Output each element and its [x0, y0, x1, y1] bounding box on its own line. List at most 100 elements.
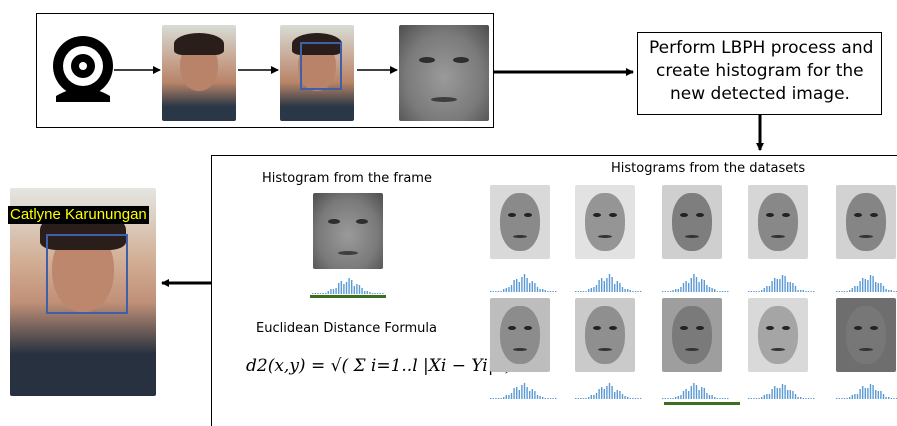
- dataset-histogram-bar: [555, 398, 557, 399]
- frame-histogram-bar: [322, 293, 324, 294]
- dataset-histogram-bar: [690, 386, 692, 399]
- dataset-histogram-bar: [813, 398, 815, 399]
- dataset-face-image: [575, 298, 635, 372]
- dataset-histogram-bar: [637, 291, 639, 292]
- cropped-grayscale-face-image: [399, 25, 489, 121]
- dataset-histogram-bar: [627, 397, 629, 399]
- dataset-histogram-bar: [690, 278, 692, 292]
- process-line-2: create histogram for the: [656, 61, 864, 81]
- dataset-histogram-bar: [637, 398, 639, 399]
- dataset-histogram-bar: [864, 279, 866, 292]
- dataset-histogram-bar: [662, 398, 664, 399]
- dataset-histogram-bar: [882, 394, 885, 399]
- dataset-histogram-bar: [836, 291, 838, 292]
- dataset-face: [500, 193, 540, 251]
- dataset-eye-left: [680, 326, 688, 330]
- dataset-eye-left: [508, 213, 516, 217]
- dataset-eye-left: [766, 326, 774, 330]
- dataset-mouth: [513, 235, 527, 238]
- dataset-histogram-bar: [714, 289, 716, 292]
- dataset-histogram-bar: [771, 281, 773, 292]
- dataset-histogram-bar: [763, 395, 765, 399]
- frame-histogram-bar: [366, 291, 368, 294]
- dataset-histogram-bar: [882, 286, 885, 292]
- dataset-histogram-bar: [529, 283, 531, 292]
- dataset-histogram-bar: [577, 291, 579, 292]
- dataset-histogram-bar: [611, 277, 613, 292]
- dataset-histogram-bar: [536, 287, 539, 292]
- dataset-histogram-bar: [758, 398, 760, 399]
- frame-histogram-bar: [319, 293, 322, 294]
- dataset-histogram-bar: [854, 394, 856, 399]
- dataset-histogram-bar: [603, 281, 605, 292]
- dataset-histogram-bar: [784, 276, 786, 292]
- dataset-histogram-bar: [685, 281, 687, 292]
- dataset-histogram-bar: [598, 389, 600, 399]
- dataset-face-image: [490, 298, 550, 372]
- dataset-histogram-bar: [588, 397, 590, 399]
- frame-histogram-bar: [356, 284, 358, 294]
- dataset-histogram-bar: [880, 391, 882, 399]
- dataset-histogram-bar: [761, 397, 763, 399]
- dataset-histogram-bar: [779, 279, 781, 292]
- dataset-histogram-bar: [724, 291, 726, 292]
- dataset-histogram-bar: [862, 278, 864, 292]
- dataset-histogram-bar: [703, 280, 705, 292]
- gray-eye-left: [419, 57, 435, 63]
- dataset-histogram-bar: [766, 286, 768, 292]
- dataset-histogram-bar: [497, 398, 500, 399]
- dataset-histogram-bar: [611, 386, 613, 399]
- dataset-histogram-bar: [552, 291, 554, 292]
- dataset-histogram-bar: [721, 398, 724, 399]
- dataset-histogram-bar: [750, 398, 752, 399]
- dataset-histogram-bar: [781, 384, 784, 399]
- dataset-eye-right: [782, 326, 790, 330]
- dataset-face: [758, 193, 798, 251]
- dataset-histogram-bar: [505, 395, 507, 399]
- dataset-histogram-bar: [805, 291, 807, 292]
- dataset-histogram-bar: [632, 398, 634, 399]
- dataset-histogram-bar: [716, 398, 718, 399]
- dataset-histogram-bar: [797, 397, 799, 399]
- dataset-histogram-bar: [802, 290, 804, 292]
- dataset-face-image: [490, 185, 550, 259]
- dataset-histogram-bar: [856, 286, 859, 292]
- dataset-histogram-bar: [634, 291, 637, 292]
- dataset-histogram-bar: [695, 385, 698, 399]
- dataset-histogram-bar: [843, 291, 846, 292]
- dataset-histogram-bar: [877, 391, 879, 399]
- dataset-histogram-bar: [859, 389, 861, 399]
- dataset-histogram-bar: [802, 398, 804, 399]
- dataset-eye-right: [609, 326, 617, 330]
- dataset-histogram-bar: [753, 291, 755, 292]
- dataset-histogram-bar: [774, 386, 776, 399]
- dataset-eye-left: [593, 326, 601, 330]
- dataset-histogram-bar: [789, 282, 791, 292]
- dataset-histogram-bar: [547, 291, 549, 292]
- dataset-histogram-bar: [582, 291, 585, 292]
- dataset-histogram-bar: [750, 291, 752, 292]
- gray-mouth: [431, 97, 457, 102]
- frame-histogram-match-underline: [310, 295, 386, 298]
- dataset-histogram-bar: [523, 383, 526, 399]
- dataset-histogram-bar: [585, 398, 587, 399]
- dataset-face-image: [836, 185, 896, 259]
- dataset-histogram-bar: [693, 274, 695, 292]
- dataset-histogram-bar: [627, 289, 629, 292]
- dataset-histogram-bar: [508, 395, 510, 399]
- dataset-histogram-bar: [792, 283, 794, 292]
- dataset-histogram-bar: [748, 291, 750, 292]
- dataset-eye-right: [696, 326, 704, 330]
- dataset-face-image: [748, 185, 808, 259]
- dataset-histogram-bar: [872, 276, 874, 292]
- dataset-histogram-bar: [856, 394, 859, 399]
- dataset-histogram-bar: [893, 291, 895, 292]
- dataset-histogram-bar: [662, 291, 664, 292]
- dataset-histogram-bar: [513, 280, 515, 292]
- dataset-histogram-bar: [490, 398, 492, 399]
- dataset-histogram-bar: [755, 291, 758, 292]
- dataset-histogram-bar: [521, 277, 523, 292]
- dataset-eye-left: [508, 326, 516, 330]
- dataset-face: [672, 193, 712, 251]
- dataset-mouth: [859, 235, 873, 238]
